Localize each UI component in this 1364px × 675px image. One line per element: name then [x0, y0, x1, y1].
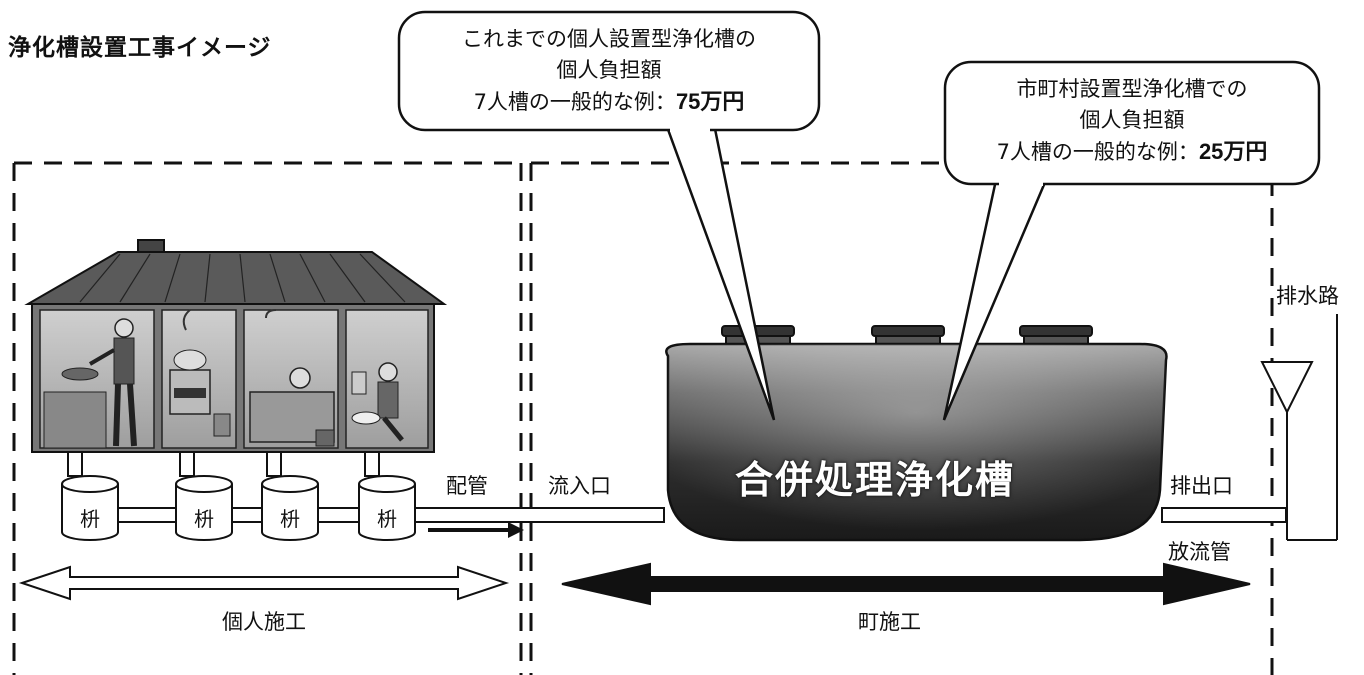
callout-private-line2: 個人負担額 [556, 58, 662, 82]
callout-municipal-bubble [942, 60, 1321, 421]
individual-scope-label: 個人施工 [222, 610, 306, 634]
flow-arrow [428, 522, 524, 538]
house-illustration [24, 239, 448, 453]
catch-basin-label: 枡 [280, 507, 300, 531]
town-scope-arrow [561, 562, 1251, 606]
discharge-pipe-label: 放流管 [1168, 540, 1231, 564]
catch-basins [61, 475, 416, 541]
catch-basin [261, 475, 319, 541]
callout-municipal-line3: 7人槽の一般的な例：25万円 [946, 136, 1318, 168]
individual-area-boundary [12, 161, 523, 675]
drain-stubs [67, 451, 380, 477]
callout-private: これまでの個人設置型浄化槽の 個人負担額 7人槽の一般的な例：75万円 [400, 24, 818, 118]
septic-tank [665, 325, 1168, 542]
drain-channel-label: 排水路 [1276, 284, 1339, 308]
callout-municipal-prefix: 7人槽の一般的な例： [996, 140, 1199, 164]
main-pipe [117, 507, 1287, 523]
tank-label: 合併処理浄化槽 [735, 458, 1016, 502]
catch-basin [175, 475, 233, 541]
town-area-boundary [529, 161, 1274, 675]
catch-basin [358, 475, 416, 541]
callout-municipal-line1: 市町村設置型浄化槽での [1016, 77, 1248, 101]
piping-label: 配管 [446, 474, 488, 498]
individual-scope-arrow [18, 565, 510, 601]
catch-basin-label: 枡 [194, 507, 214, 531]
callout-private-line3: 7人槽の一般的な例：75万円 [400, 86, 818, 118]
town-scope-label: 町施工 [858, 610, 921, 634]
outlet-label: 排出口 [1170, 474, 1233, 498]
callout-municipal: 市町村設置型浄化槽での 個人負担額 7人槽の一般的な例：25万円 [946, 74, 1318, 168]
inlet-label: 流入口 [548, 474, 611, 498]
catch-basin-label: 枡 [80, 507, 100, 531]
drain-channel [1260, 314, 1338, 541]
callout-private-bubble [397, 10, 821, 421]
catch-basin-label: 枡 [377, 507, 397, 531]
callout-municipal-line2: 個人負担額 [1079, 108, 1185, 132]
callout-municipal-amount: 25万円 [1198, 139, 1268, 164]
catch-basin [61, 475, 119, 541]
callout-private-prefix: 7人槽の一般的な例： [473, 90, 676, 114]
callout-private-line1: これまでの個人設置型浄化槽の [462, 27, 756, 51]
callout-private-amount: 75万円 [675, 89, 745, 114]
page-title: 浄化槽設置工事イメージ [8, 35, 272, 61]
